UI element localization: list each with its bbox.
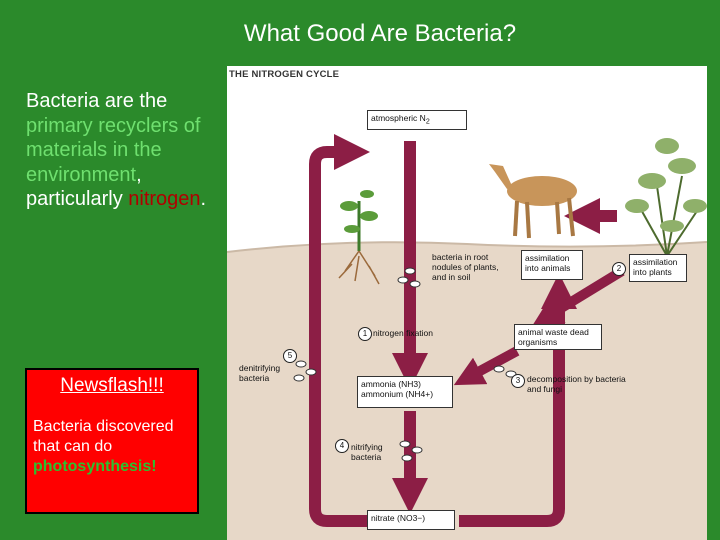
nitrogen-fixation-label: nitrogen fixation: [373, 328, 434, 338]
newsflash-text: Bacteria discovered that can do: [33, 418, 174, 455]
atmospheric-n2-box: atmospheric N2: [367, 110, 467, 130]
step-1-badge: 1: [358, 327, 372, 341]
slide-title: What Good Are Bacteria?: [243, 20, 517, 47]
newsflash-box: Newsflash!!! Bacteria discovered that ca…: [25, 368, 199, 514]
body-text-part3: , particularly: [26, 163, 142, 211]
animals-to-waste-arrow: [532, 266, 625, 326]
assimilation-plants-box: assimilation into plants: [629, 254, 687, 282]
body-text-part1: Bacteria are the: [26, 90, 168, 112]
ammonia-label: ammonia (NH3): [361, 379, 421, 389]
decomposition-arrow: [453, 346, 520, 386]
step-3-badge: 3: [511, 374, 525, 388]
nitrate-to-plants-arrow: [459, 273, 577, 527]
ammonium-label: ammonium (NH4+): [361, 389, 434, 399]
nitrogen-cycle-diagram: THE NITROGEN CYCLE atmospheric N2 bacter…: [227, 66, 707, 540]
nitrifying-bacteria-label: nitrifying bacteria: [351, 442, 383, 462]
ammonia-box: ammonia (NH3)ammonium (NH4+): [357, 376, 453, 408]
newsflash-body: Bacteria discovered that can do photosyn…: [33, 417, 198, 477]
diagram-title: THE NITROGEN CYCLE: [229, 69, 340, 80]
step-5-badge: 5: [283, 349, 297, 363]
diagram-graphics: [227, 134, 707, 540]
step-4-badge: 4: [335, 439, 349, 453]
seedling-plant: [338, 190, 380, 285]
atmospheric-n2-label: atmospheric N: [371, 113, 426, 123]
bacteria-icons: [293, 267, 517, 462]
soil-region: [227, 242, 707, 540]
body-text-period: .: [200, 188, 207, 210]
bush-plant: [625, 138, 707, 257]
animal-waste-box: animal waste dead organisms: [514, 324, 602, 350]
bacteria-nodules-label: bacteria in root nodules of plants, and …: [432, 252, 499, 282]
denitrifying-bacteria-label: denitrifying bacteria: [239, 363, 281, 383]
body-text: Bacteria are the primary recyclers of ma…: [26, 89, 216, 212]
newsflash-highlight: photosynthesis!: [33, 458, 157, 475]
decomposition-label: decomposition by bacteria and fungi: [527, 374, 626, 394]
goat-animal: [489, 164, 577, 239]
step-2-badge: 2: [612, 262, 626, 276]
body-text-nitrogen: nitrogen: [128, 188, 201, 210]
assimilation-animals-box: assimilation into animals: [521, 250, 583, 280]
nitrate-box: nitrate (NO3−): [367, 510, 455, 530]
cycle-loop-arrow: [309, 134, 399, 527]
atmospheric-n2-subscript: 2: [425, 117, 430, 126]
body-text-highlight: primary recyclers of materials in the en…: [26, 114, 201, 186]
newsflash-heading: Newsflash!!!: [60, 375, 164, 396]
